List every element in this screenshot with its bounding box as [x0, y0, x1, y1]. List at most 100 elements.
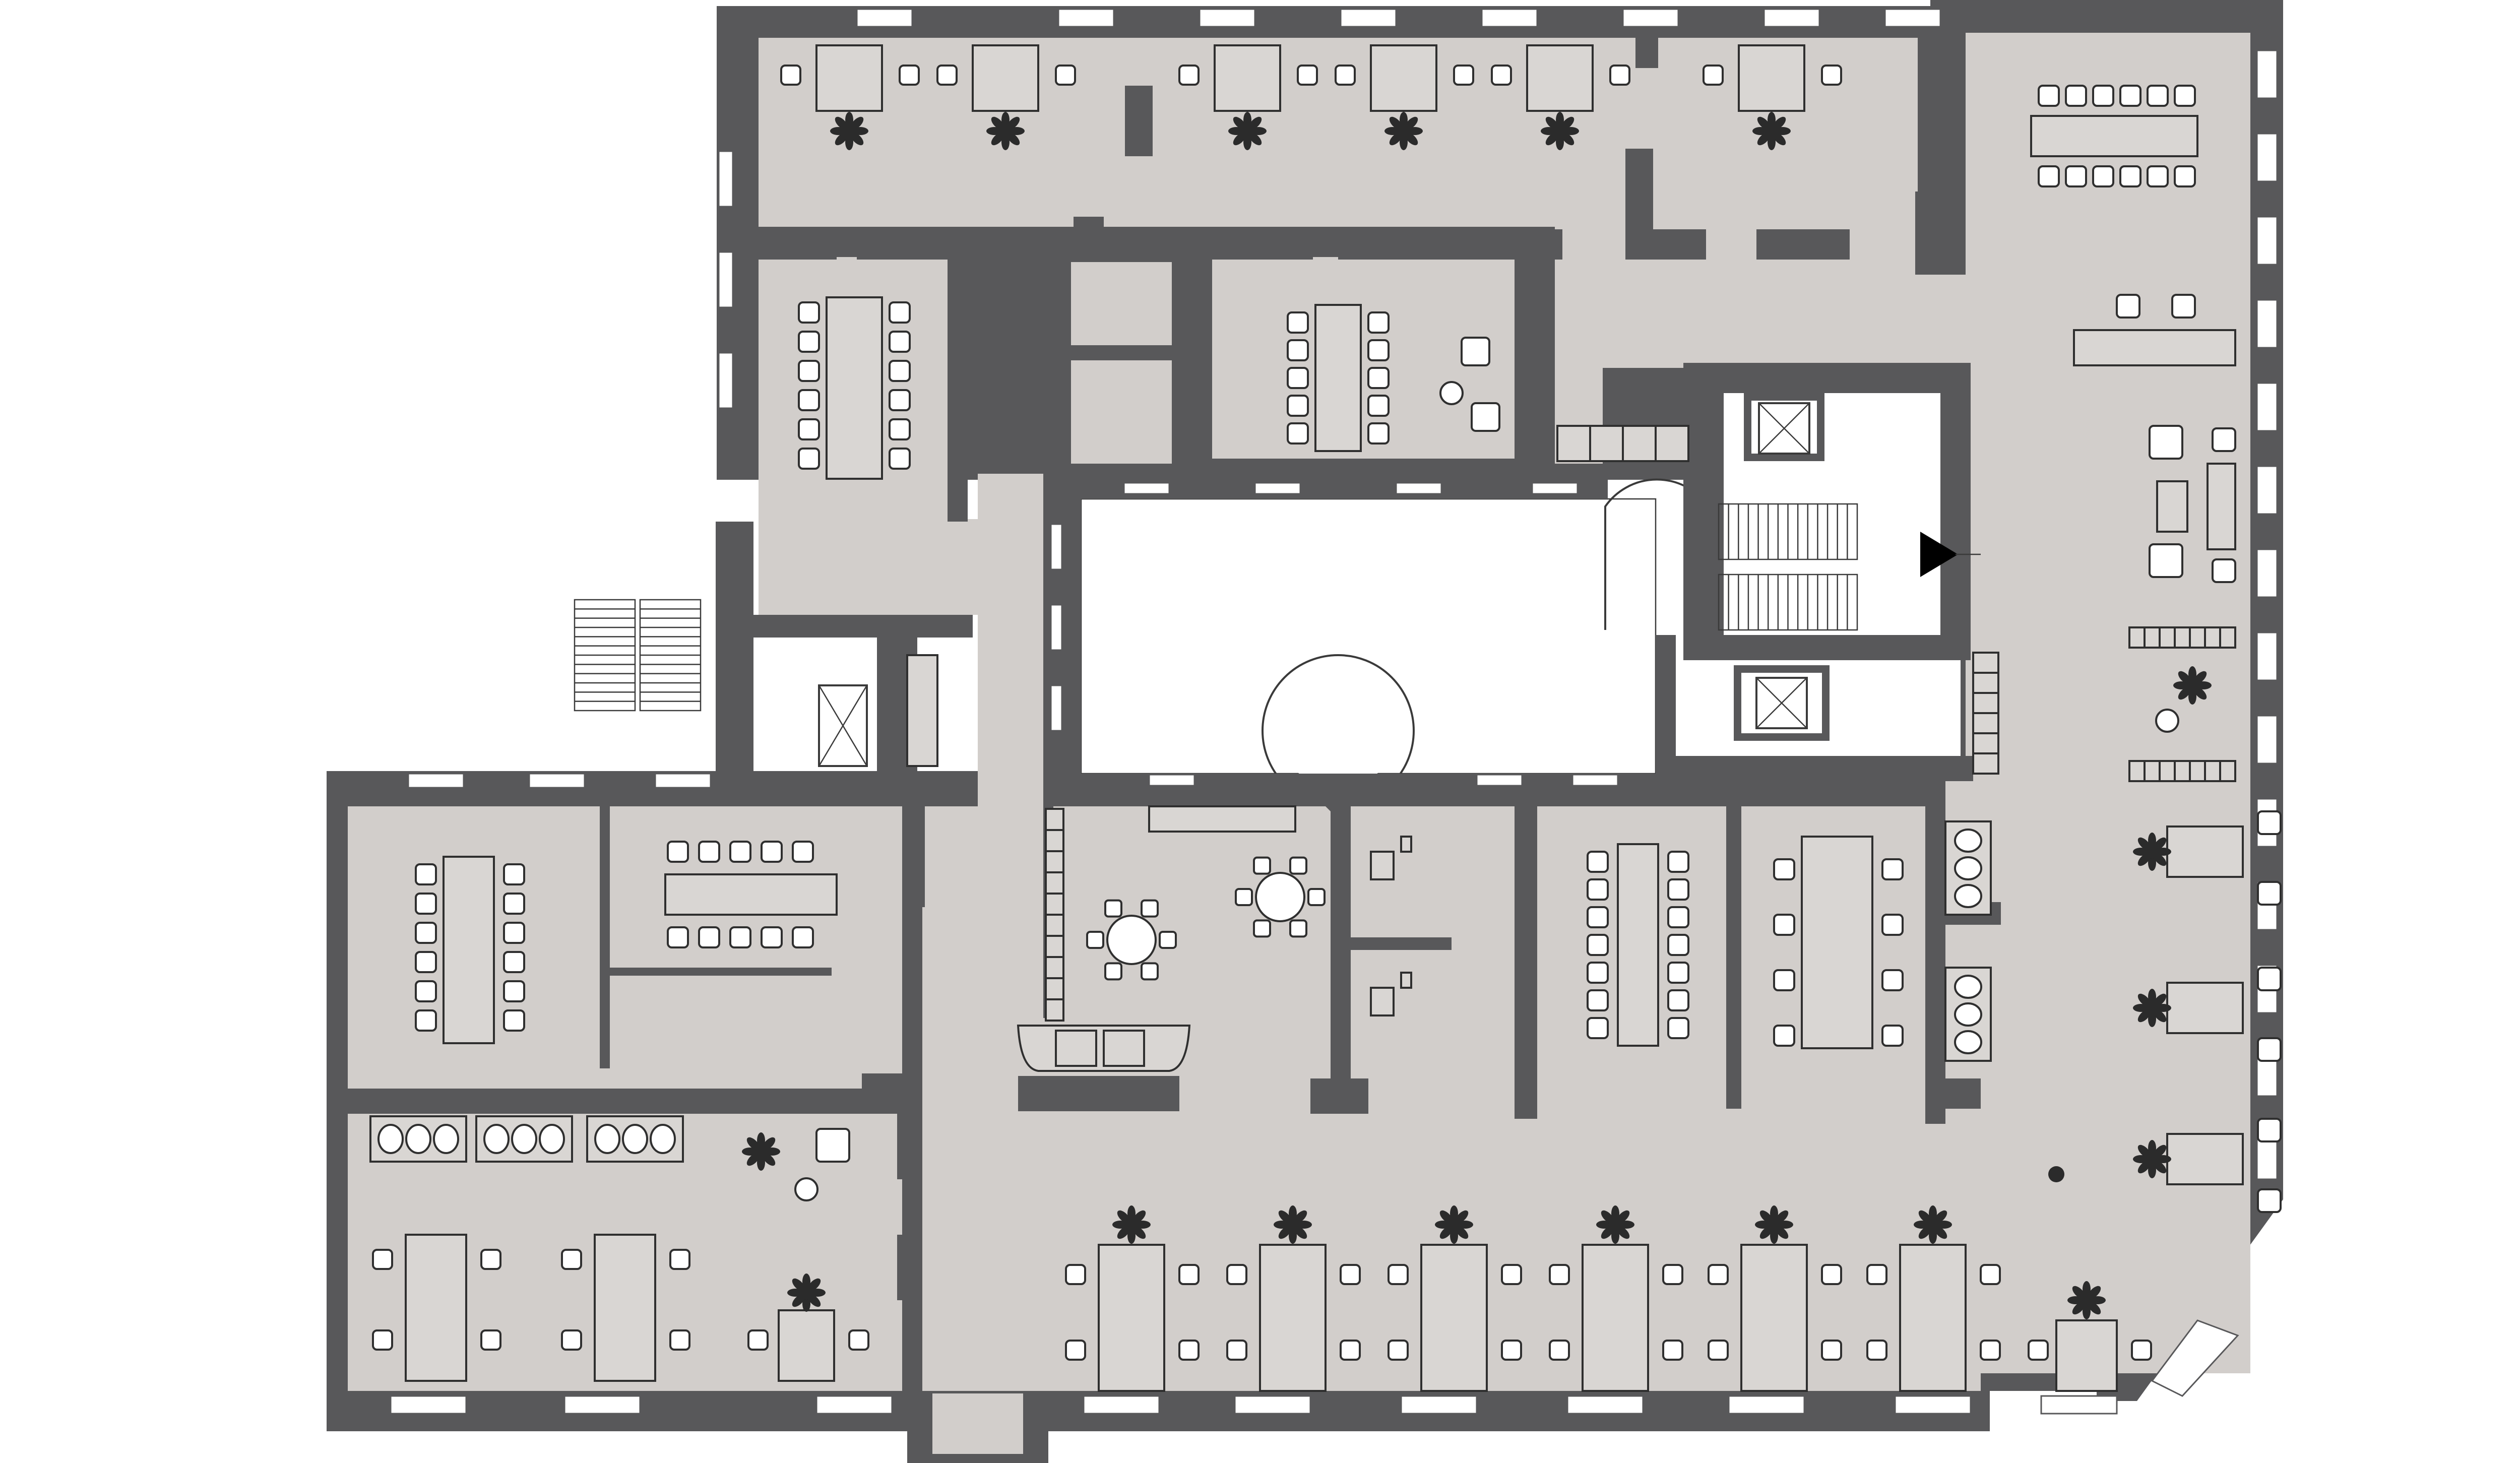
- desk: [2189, 760, 2206, 782]
- plant-icon: [787, 1274, 826, 1312]
- chair: [1178, 1264, 1200, 1285]
- chair: [415, 1009, 437, 1032]
- chair: [1881, 858, 1904, 880]
- plant-icon: [2133, 1140, 2171, 1178]
- elevator-cross-icon: [818, 684, 868, 767]
- window: [1400, 1395, 1478, 1415]
- desk: [2030, 115, 2198, 157]
- chair: [1587, 1017, 1609, 1039]
- leaf: [1929, 1228, 1937, 1244]
- chair: [729, 841, 751, 863]
- booth-seat: [1954, 856, 1982, 880]
- chair: [1667, 851, 1689, 873]
- leaf: [1400, 112, 1408, 128]
- leaf: [1127, 1205, 1136, 1222]
- window: [856, 8, 913, 28]
- side-table: [1439, 381, 1464, 405]
- desk: [1045, 998, 1064, 1022]
- chair: [1253, 856, 1271, 875]
- desk: [1370, 851, 1395, 880]
- leaf: [1289, 1228, 1297, 1244]
- desk: [2144, 626, 2161, 649]
- chair: [2038, 85, 2060, 107]
- stairs-icon: [574, 599, 702, 712]
- chair: [1773, 858, 1795, 880]
- chair: [1662, 1340, 1683, 1361]
- desk: [1148, 805, 1296, 833]
- elevator-cross-icon: [1758, 402, 1810, 455]
- chair: [815, 1128, 850, 1163]
- chair: [1235, 888, 1253, 906]
- desk: [594, 1234, 656, 1382]
- chair: [1501, 1340, 1522, 1361]
- leaf: [2148, 855, 2156, 871]
- leaf: [2148, 1011, 2156, 1027]
- leaf: [1768, 112, 1776, 128]
- chair: [729, 926, 751, 948]
- desk: [1045, 956, 1064, 979]
- window: [1340, 8, 1397, 28]
- chair: [2174, 165, 2196, 187]
- window: [2256, 299, 2278, 349]
- chair: [792, 841, 814, 863]
- desk: [2189, 626, 2206, 649]
- desk: [1655, 425, 1689, 462]
- leaf: [1400, 134, 1408, 150]
- window: [1531, 482, 1579, 495]
- desk: [2055, 1319, 2118, 1392]
- plant-icon: [986, 112, 1025, 150]
- leaf: [845, 134, 853, 150]
- window: [1254, 482, 1301, 495]
- leaf: [1936, 1221, 1952, 1229]
- leaf: [1009, 127, 1025, 135]
- desk: [1617, 843, 1659, 1047]
- chair: [2116, 294, 2140, 319]
- desk: [2174, 626, 2191, 649]
- plant-pot: [1553, 124, 1567, 138]
- chair: [1367, 367, 1390, 389]
- leaf: [1556, 112, 1564, 128]
- chair: [1159, 931, 1177, 949]
- leaf: [1243, 134, 1251, 150]
- desk: [1045, 871, 1064, 895]
- chair: [2257, 1118, 2282, 1142]
- chair: [2119, 165, 2141, 187]
- chair: [503, 951, 525, 973]
- chair: [2212, 558, 2236, 583]
- leaf: [1296, 1221, 1312, 1229]
- window: [2256, 715, 2278, 765]
- window: [1050, 684, 1063, 732]
- leaf: [1752, 127, 1769, 135]
- desk: [1972, 732, 1999, 754]
- desk: [1045, 829, 1064, 852]
- chair: [669, 1249, 690, 1270]
- chair: [761, 926, 783, 948]
- plant-pot: [2145, 1001, 2159, 1015]
- chair: [503, 922, 525, 944]
- leaf: [2090, 1296, 2106, 1304]
- chair: [1367, 339, 1390, 361]
- window: [1571, 774, 1619, 787]
- chair: [2257, 881, 2282, 906]
- window: [2256, 631, 2278, 681]
- chair: [2065, 85, 2087, 107]
- booth-seat: [1954, 884, 1982, 908]
- leaf: [2067, 1296, 2084, 1304]
- chair: [2147, 85, 2169, 107]
- chair: [798, 360, 820, 382]
- chair: [1708, 1340, 1729, 1361]
- leaf: [1777, 1221, 1793, 1229]
- desk: [2166, 982, 2244, 1034]
- chair: [415, 951, 437, 973]
- desk: [2174, 760, 2191, 782]
- desk: [1400, 836, 1412, 853]
- chair: [667, 926, 689, 948]
- window: [1884, 8, 1941, 28]
- chair: [1667, 934, 1689, 956]
- leaf: [1127, 1228, 1136, 1244]
- desk: [2144, 760, 2161, 782]
- chair: [1104, 899, 1122, 918]
- leaf: [1596, 1221, 1612, 1229]
- chair: [1587, 989, 1609, 1011]
- chair: [889, 331, 911, 353]
